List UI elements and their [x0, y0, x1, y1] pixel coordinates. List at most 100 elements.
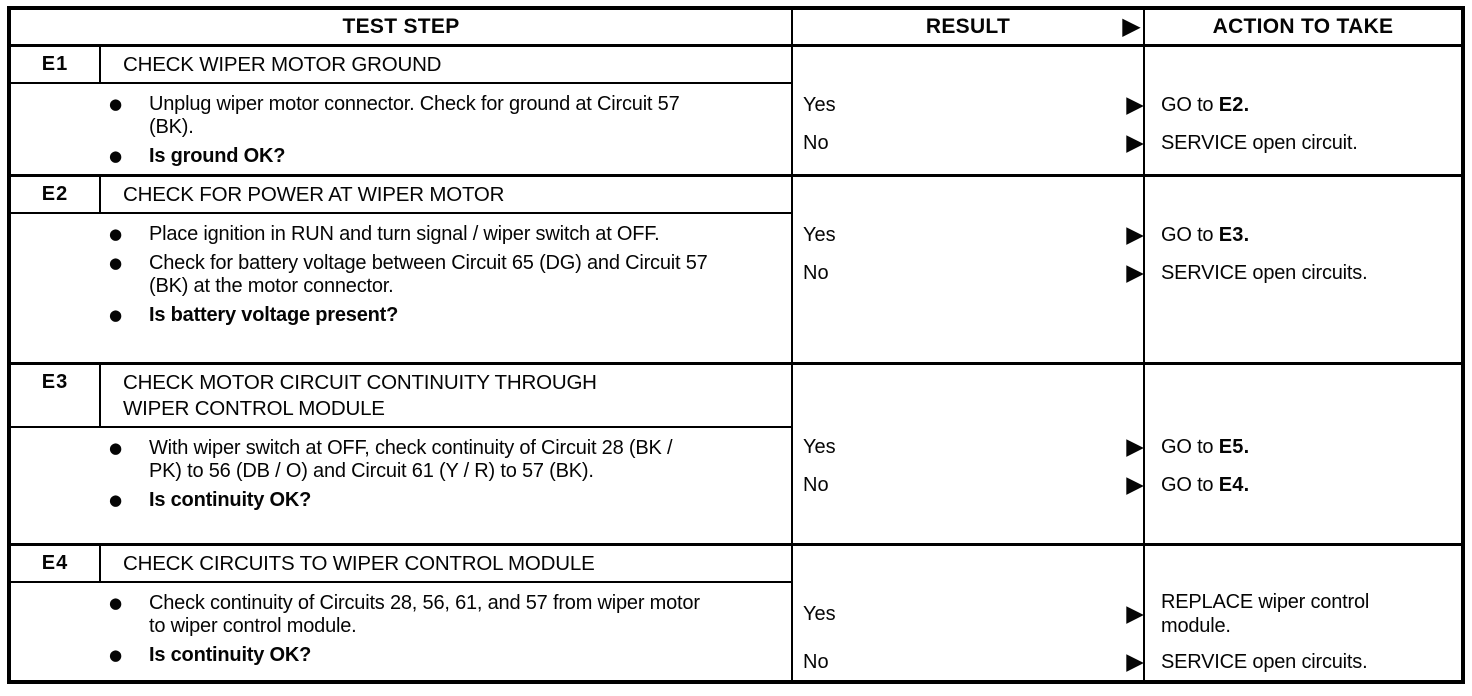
column-header-result-label: RESULT [925, 15, 1011, 38]
instruction-item: ● Unplug wiper motor connector. Check fo… [11, 93, 791, 139]
test-step-section-e3: E3 CHECK MOTOR CIRCUIT CONTINUITY THROUG… [11, 365, 1461, 546]
column-header-test-step: TEST STEP [11, 10, 793, 44]
action-step-ref: E2. [1218, 94, 1250, 116]
test-step-cell: E2 CHECK FOR POWER AT WIPER MOTOR ● Plac… [11, 177, 793, 362]
step-title: CHECK WIPER MOTOR GROUND [123, 53, 442, 76]
step-title-row: E2 CHECK FOR POWER AT WIPER MOTOR [11, 177, 791, 214]
action-cell: GO to E5. [1145, 435, 1441, 459]
action-text: GO to [1161, 436, 1219, 458]
action-step-ref: E3. [1218, 224, 1250, 246]
instruction-text: Is ground OK? [149, 145, 286, 167]
result-cell: No ▶ [793, 261, 1145, 285]
outcomes-area: Yes ▶ GO to E5. No ▶ GO to E4. [793, 365, 1461, 543]
step-instructions: ● Place ignition in RUN and turn signal … [11, 214, 791, 327]
result-arrow-icon: ▶ [1126, 92, 1144, 118]
instruction-item: ● Check continuity of Circuits 28, 56, 6… [11, 592, 791, 638]
action-cell: GO to E2. [1145, 93, 1441, 117]
instruction-item: ● With wiper switch at OFF, check contin… [11, 437, 791, 483]
column-header-result: RESULT ▶ [793, 10, 1145, 44]
result-label: Yes [803, 603, 836, 625]
action-step-ref: E5. [1218, 436, 1250, 458]
test-step-section-e2: E2 CHECK FOR POWER AT WIPER MOTOR ● Plac… [11, 177, 1461, 365]
step-instructions: ● Unplug wiper motor connector. Check fo… [11, 84, 791, 168]
result-label: Yes [803, 224, 836, 246]
table-header-row: TEST STEP RESULT ▶ ACTION TO TAKE [11, 10, 1461, 47]
bullet-icon: ● [109, 439, 122, 457]
action-text: GO to [1161, 224, 1219, 246]
action-text: REPLACE wiper control module. [1161, 591, 1370, 637]
bullet-icon: ● [109, 254, 122, 272]
step-title: CHECK CIRCUITS TO WIPER CONTROL MODULE [123, 552, 595, 575]
step-instructions: ● Check continuity of Circuits 28, 56, 6… [11, 583, 791, 667]
bullet-icon: ● [109, 491, 122, 509]
step-title-row: E1 CHECK WIPER MOTOR GROUND [11, 47, 791, 84]
test-step-section-e1: E1 CHECK WIPER MOTOR GROUND ● Unplug wip… [11, 47, 1461, 177]
result-arrow-icon: ▶ [1126, 260, 1144, 286]
action-text: SERVICE open circuit. [1161, 132, 1358, 154]
instruction-text: Check for battery voltage between Circui… [149, 252, 708, 297]
instruction-item: ● Check for battery voltage between Circ… [11, 252, 791, 298]
result-label: Yes [803, 436, 836, 458]
step-title-row: E4 CHECK CIRCUITS TO WIPER CONTROL MODUL… [11, 546, 791, 583]
test-step-cell: E1 CHECK WIPER MOTOR GROUND ● Unplug wip… [11, 47, 793, 174]
bullet-icon: ● [109, 225, 122, 243]
outcomes-area: Yes ▶ REPLACE wiper control module. No ▶… [793, 546, 1461, 680]
step-id: E3 [11, 365, 101, 426]
instruction-text: With wiper switch at OFF, check continui… [149, 437, 673, 482]
step-instructions: ● With wiper switch at OFF, check contin… [11, 428, 791, 512]
result-label: Yes [803, 94, 836, 116]
action-cell: GO to E4. [1145, 473, 1441, 497]
result-cell: No ▶ [793, 650, 1145, 674]
result-label: No [803, 651, 829, 673]
result-label: No [803, 132, 829, 154]
result-arrow-icon: ▶ [1126, 434, 1144, 460]
instruction-text: Place ignition in RUN and turn signal / … [149, 223, 660, 245]
result-cell: No ▶ [793, 473, 1145, 497]
bullet-icon: ● [109, 594, 122, 612]
action-cell: SERVICE open circuits. [1145, 261, 1441, 285]
step-title: CHECK FOR POWER AT WIPER MOTOR [123, 183, 505, 206]
result-arrow-icon: ▶ [1126, 601, 1144, 627]
bullet-icon: ● [109, 95, 122, 113]
instruction-question: ● Is continuity OK? [11, 644, 791, 667]
result-cell: Yes ▶ [793, 93, 1145, 117]
step-id: E1 [11, 47, 101, 82]
bullet-icon: ● [109, 147, 122, 165]
result-cell: Yes ▶ [793, 223, 1145, 247]
action-step-ref: E4. [1218, 474, 1250, 496]
column-header-action: ACTION TO TAKE [1212, 15, 1394, 38]
bullet-icon: ● [109, 646, 122, 664]
action-cell: SERVICE open circuit. [1145, 131, 1441, 155]
outcomes-area: Yes ▶ GO to E3. No ▶ SERVICE open circui… [793, 177, 1461, 362]
instruction-text: Check continuity of Circuits 28, 56, 61,… [149, 592, 700, 637]
bullet-icon: ● [109, 306, 122, 324]
result-cell: Yes ▶ [793, 435, 1145, 459]
instruction-text: Is continuity OK? [149, 644, 312, 666]
action-text: SERVICE open circuits. [1161, 651, 1368, 673]
result-cell: No ▶ [793, 131, 1145, 155]
action-text: SERVICE open circuits. [1161, 262, 1368, 284]
instruction-text: Unplug wiper motor connector. Check for … [149, 93, 680, 138]
diagnostic-test-table: TEST STEP RESULT ▶ ACTION TO TAKE E1 CHE… [7, 6, 1465, 684]
result-header-arrow-icon: ▶ [1122, 12, 1141, 41]
result-arrow-icon: ▶ [1126, 472, 1144, 498]
result-arrow-icon: ▶ [1126, 130, 1144, 156]
outcomes-area: Yes ▶ GO to E2. No ▶ SERVICE open circui… [793, 47, 1461, 174]
test-step-cell: E3 CHECK MOTOR CIRCUIT CONTINUITY THROUG… [11, 365, 793, 543]
result-arrow-icon: ▶ [1126, 649, 1144, 675]
result-arrow-icon: ▶ [1126, 222, 1144, 248]
action-cell: GO to E3. [1145, 223, 1441, 247]
test-step-section-e4: E4 CHECK CIRCUITS TO WIPER CONTROL MODUL… [11, 546, 1461, 680]
action-cell: SERVICE open circuits. [1145, 650, 1441, 674]
result-label: No [803, 474, 829, 496]
instruction-question: ● Is continuity OK? [11, 489, 791, 512]
step-id: E4 [11, 546, 101, 581]
step-title: CHECK MOTOR CIRCUIT CONTINUITY THROUGH W… [123, 371, 597, 420]
action-cell: REPLACE wiper control module. [1145, 590, 1441, 638]
instruction-text: Is continuity OK? [149, 489, 312, 511]
step-id: E2 [11, 177, 101, 212]
action-text: GO to [1161, 94, 1219, 116]
step-title-row: E3 CHECK MOTOR CIRCUIT CONTINUITY THROUG… [11, 365, 791, 428]
test-step-cell: E4 CHECK CIRCUITS TO WIPER CONTROL MODUL… [11, 546, 793, 680]
instruction-question: ● Is ground OK? [11, 145, 791, 168]
